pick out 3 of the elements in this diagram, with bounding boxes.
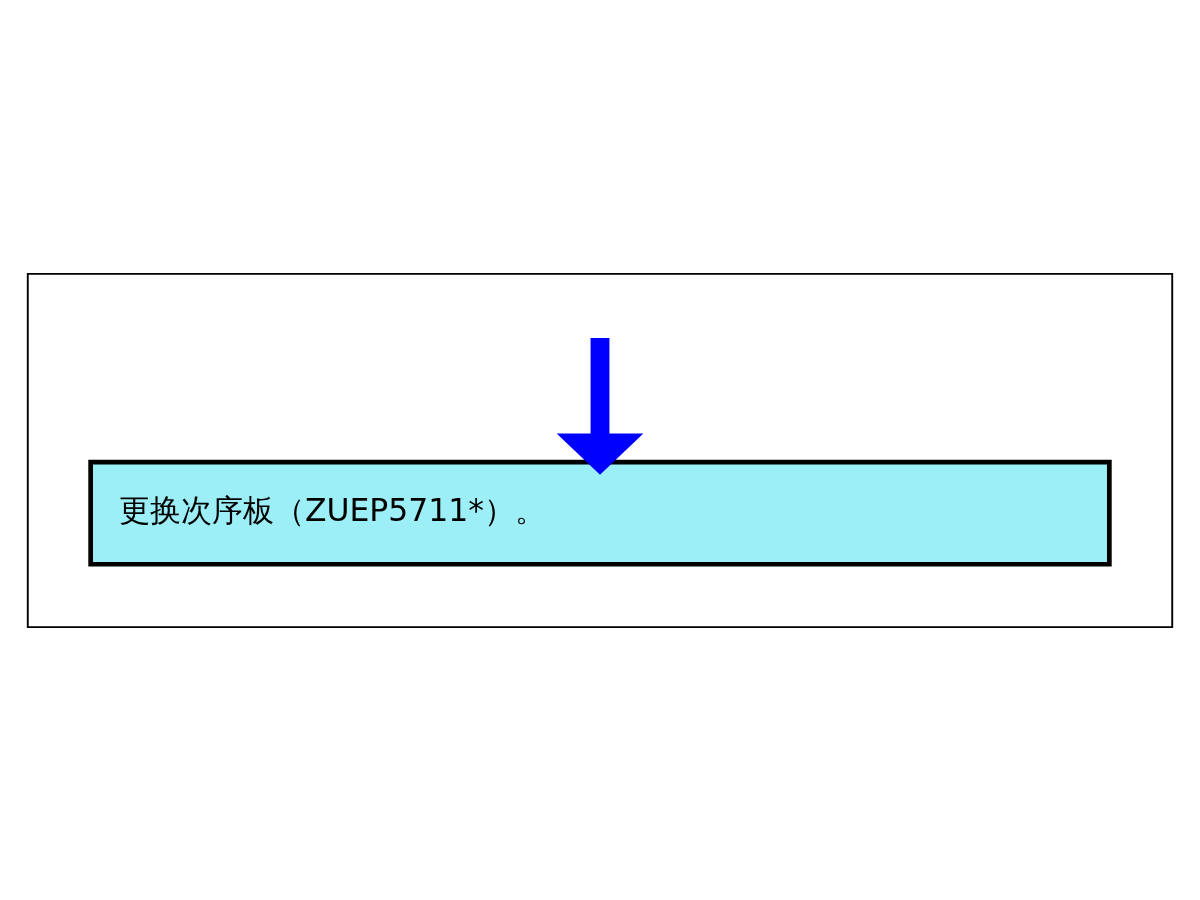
node-box: 更换次序板（ZUEP5711*）。: [88, 459, 1112, 567]
arrow: [556, 337, 644, 475]
cluster: [26, 272, 1174, 628]
